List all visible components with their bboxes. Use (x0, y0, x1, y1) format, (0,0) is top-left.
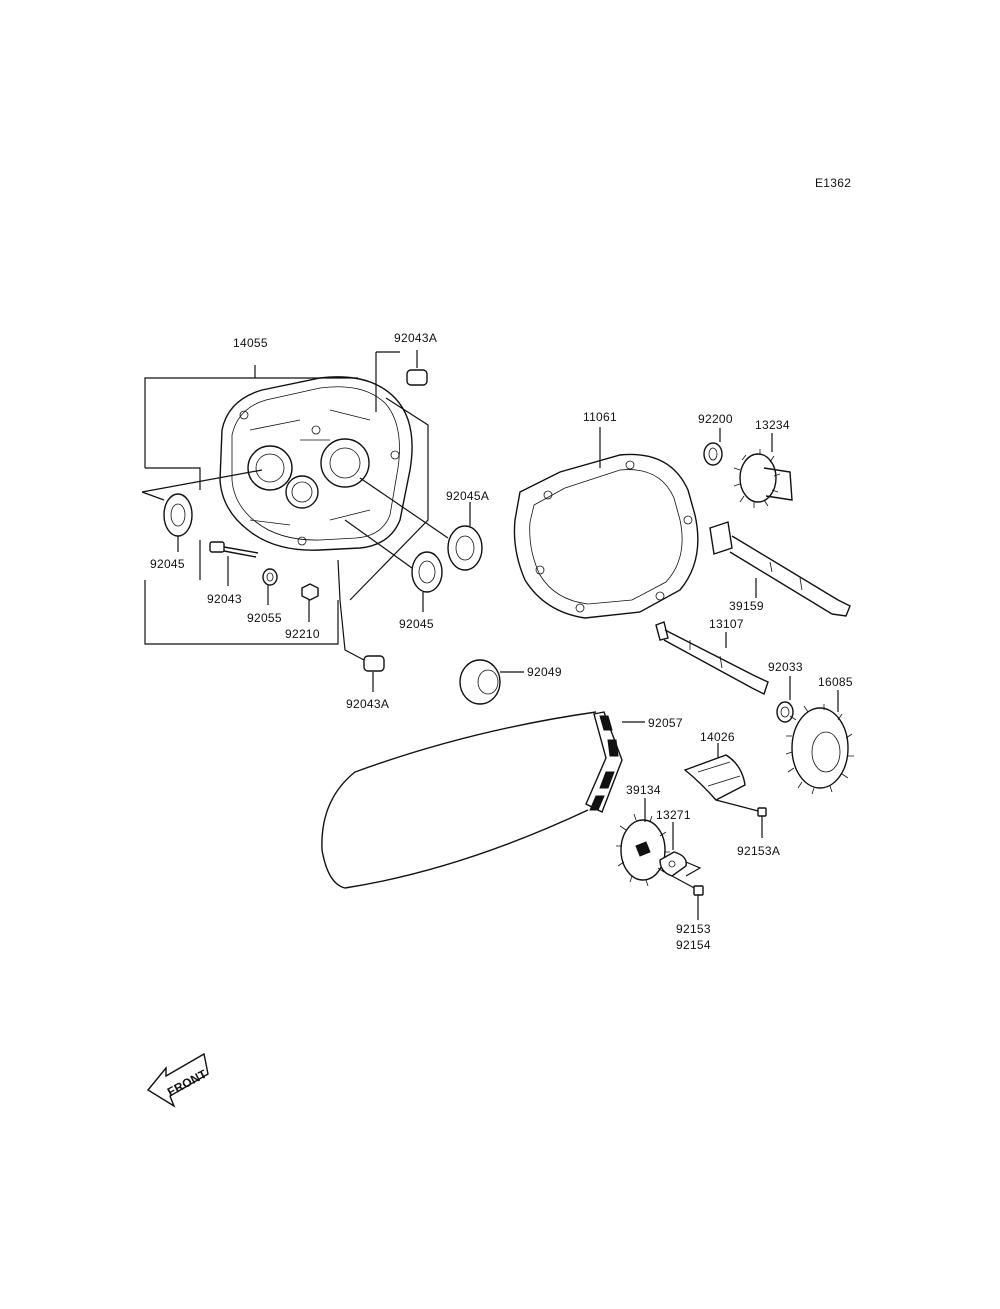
washer-92055[interactable] (262, 568, 278, 605)
oil-seal-92049[interactable] (459, 659, 524, 705)
label-92154: 92154 (676, 938, 711, 952)
label-39159: 39159 (729, 599, 764, 613)
label-39134: 39134 (626, 783, 661, 797)
label-92153a: 92153A (737, 844, 780, 858)
drive-chain-92057[interactable] (321, 711, 645, 889)
shaft-13107[interactable] (655, 621, 769, 695)
label-92033: 92033 (768, 660, 803, 674)
label-13271: 13271 (656, 808, 691, 822)
crankcase-cover-leader (144, 352, 429, 645)
washer-92200[interactable] (703, 428, 723, 466)
front-direction-marker: FRONT (146, 1052, 210, 1108)
gasket-11061[interactable] (513, 427, 699, 619)
bearing-left[interactable] (141, 469, 263, 552)
label-92045-left: 92045 (150, 557, 185, 571)
bearing-92045a[interactable] (359, 477, 483, 571)
label-11061: 11061 (583, 410, 617, 424)
sprocket-39134[interactable] (616, 798, 670, 887)
dowel-pin-top[interactable] (376, 350, 428, 386)
chain-guide-14026[interactable] (683, 743, 763, 813)
gear-16085[interactable] (785, 690, 854, 795)
gear-13234[interactable] (733, 433, 793, 508)
label-13234: 13234 (755, 418, 790, 432)
label-14026: 14026 (700, 730, 735, 744)
label-92045a: 92045A (446, 489, 489, 503)
dowel-pin-bottom[interactable] (337, 559, 385, 692)
label-92043: 92043 (207, 592, 242, 606)
label-16085: 16085 (818, 675, 853, 689)
bolt-92153[interactable] (693, 885, 704, 920)
label-92043a-bottom: 92043A (346, 697, 389, 711)
nut-92210[interactable] (301, 583, 319, 622)
shaft-39159[interactable] (709, 521, 851, 617)
label-92055: 92055 (247, 611, 282, 625)
diagram-code: E1362 (815, 176, 851, 190)
label-92153: 92153 (676, 922, 711, 936)
stud-bolt[interactable] (209, 541, 259, 586)
label-13107: 13107 (709, 617, 744, 631)
label-92045-mid: 92045 (399, 617, 434, 631)
label-92049: 92049 (527, 665, 562, 679)
label-92200: 92200 (698, 412, 733, 426)
label-92057: 92057 (648, 716, 683, 730)
label-92210: 92210 (285, 627, 320, 641)
bearing-middle[interactable] (344, 519, 443, 612)
bolt-92153a[interactable] (757, 807, 767, 838)
circlip-92033[interactable] (776, 676, 794, 723)
label-14055: 14055 (233, 336, 268, 350)
crankcase-cover-part[interactable] (219, 376, 413, 551)
label-92043a-top: 92043A (394, 331, 437, 345)
